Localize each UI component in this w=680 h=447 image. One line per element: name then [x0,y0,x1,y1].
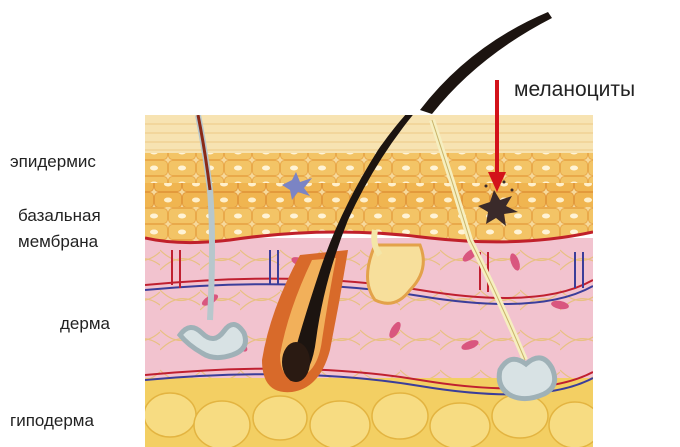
sweat-gland-right [499,358,554,399]
stratum-corneum [145,115,593,153]
